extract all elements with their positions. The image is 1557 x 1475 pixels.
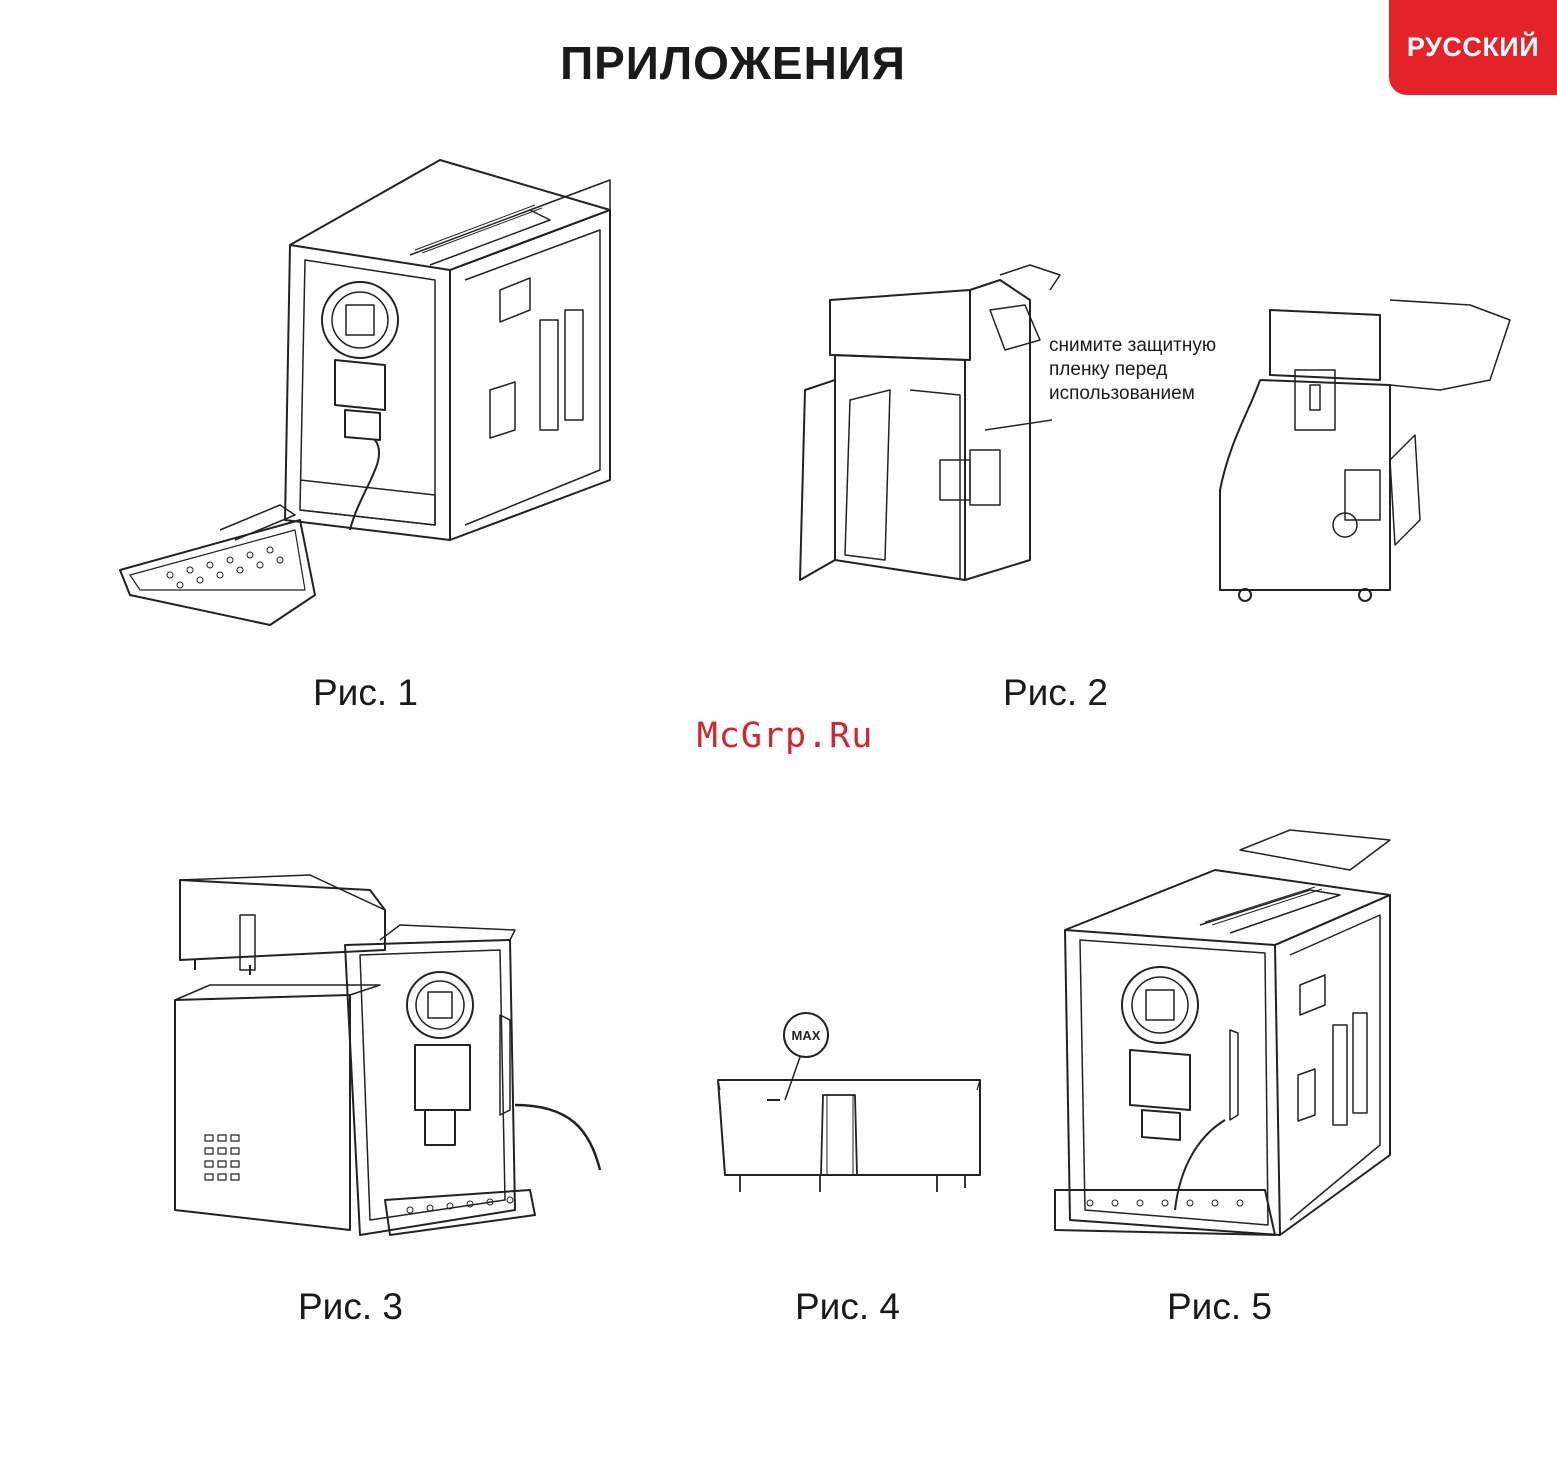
protective-film-note: снимите защитную пленку перед использова… (1049, 334, 1216, 406)
figure-5-coffee-machine-lid-open (1050, 825, 1400, 1250)
figure-2-caption: Рис. 2 (1003, 672, 1108, 714)
figure-1-coffee-machine-drip-tray (110, 150, 630, 640)
note-line: использованием (1049, 382, 1216, 406)
max-level-label: MAX (792, 1028, 821, 1043)
figure-3-caption: Рис. 3 (298, 1286, 403, 1328)
watermark: McGrp.Ru (660, 716, 910, 756)
note-line: снимите защитную (1049, 334, 1216, 358)
figure-2-brewing-unit (790, 260, 1530, 610)
note-line: пленку перед (1049, 358, 1216, 382)
figure-3-water-tank-removed (170, 870, 610, 1250)
figure-4-water-tank-max-level: MAX (715, 1010, 985, 1200)
figure-4-caption: Рис. 4 (795, 1286, 900, 1328)
figure-5-caption: Рис. 5 (1167, 1286, 1272, 1328)
figure-1-caption: Рис. 1 (313, 672, 418, 714)
language-badge: РУССКИЙ (1389, 0, 1557, 95)
page-title: ПРИЛОЖЕНИЯ (0, 36, 1466, 90)
